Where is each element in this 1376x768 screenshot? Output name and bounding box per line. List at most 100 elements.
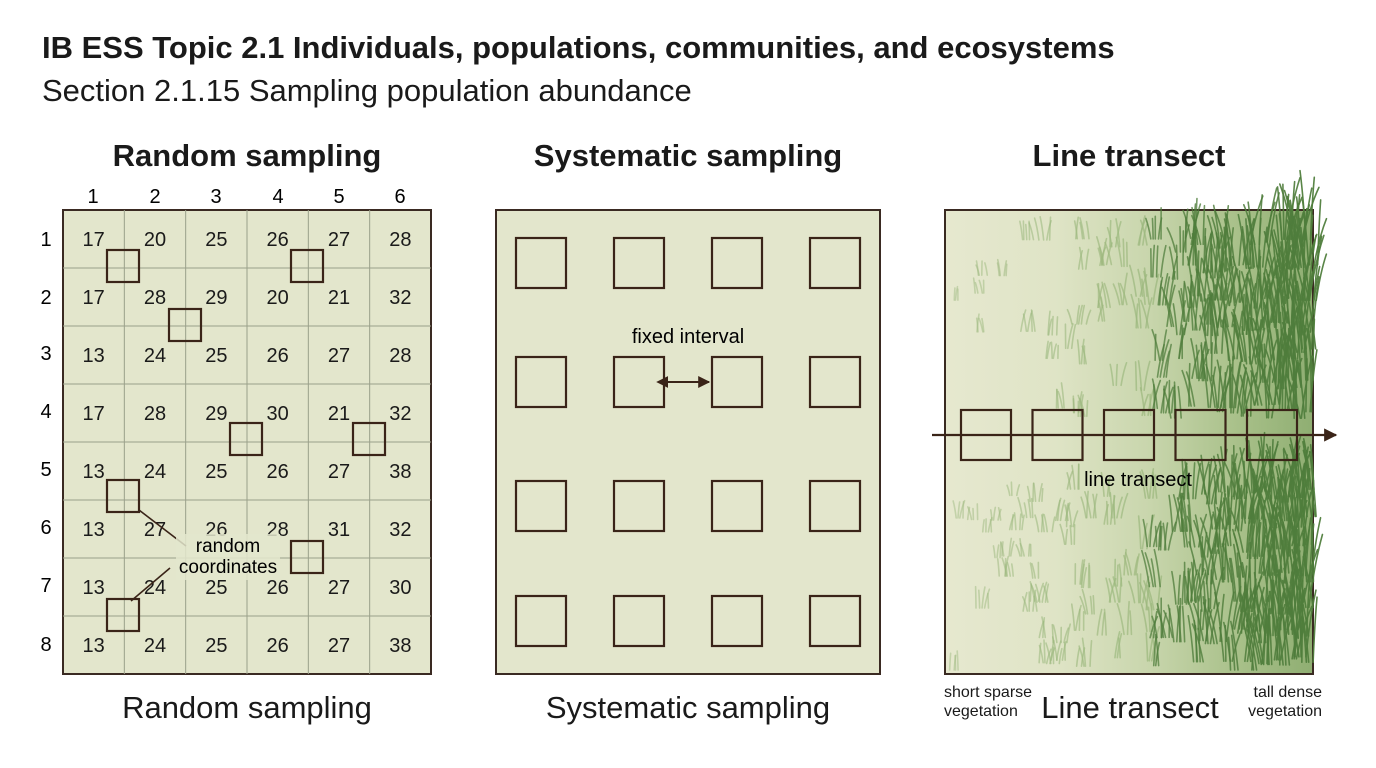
grass-blade <box>1270 580 1279 637</box>
grass-blade <box>1005 563 1008 577</box>
grass-blade <box>1296 451 1308 518</box>
grass-blade <box>1282 183 1285 241</box>
grass-blade <box>1080 338 1085 365</box>
grass-blade <box>1085 220 1090 240</box>
grass-blade <box>952 500 957 519</box>
grass-blade <box>1161 272 1169 306</box>
grass-blade <box>1190 337 1198 380</box>
grass-blade <box>1029 581 1036 602</box>
grass-blade <box>1171 570 1177 605</box>
grass-blade <box>1285 374 1302 419</box>
grass-blade <box>1248 554 1252 609</box>
grass-blade <box>1188 541 1198 576</box>
grass-blade <box>1120 492 1129 519</box>
grass-blade <box>1147 606 1151 633</box>
grass-blade <box>1129 610 1133 636</box>
systematic-quadrat <box>808 594 862 648</box>
grass-blade <box>1202 364 1210 408</box>
row-label: 2 <box>40 287 51 309</box>
grass-vegetation <box>948 169 1328 671</box>
grass-blade <box>1310 479 1315 546</box>
grid-cell-value: 26 <box>267 635 289 657</box>
short-sparse-label-line2: vegetation <box>944 703 1018 720</box>
row-label: 5 <box>40 459 51 481</box>
grass-blade <box>1154 633 1160 667</box>
grass-blade <box>1152 474 1157 499</box>
grass-blade <box>1265 348 1280 406</box>
grass-blade <box>1168 246 1176 280</box>
grass-blade <box>1141 522 1148 550</box>
grass-blade <box>1298 591 1302 658</box>
grass-blade <box>1072 398 1076 414</box>
grass-blade <box>1041 581 1048 603</box>
grid-cell-value: 26 <box>267 461 289 483</box>
grass-blade <box>1034 583 1041 603</box>
grass-blade <box>1223 318 1236 360</box>
grass-blade <box>1295 281 1304 350</box>
grass-blade <box>1047 318 1053 336</box>
line-transect-title: Line transect <box>1032 138 1226 173</box>
grass-blade <box>1175 244 1179 280</box>
grass-blade <box>1067 323 1074 350</box>
grass-blade <box>1006 484 1011 497</box>
grass-blade <box>1254 512 1259 557</box>
page-title: IB ESS Topic 2.1 Individuals, population… <box>42 30 1115 65</box>
grass-blade <box>1055 316 1059 336</box>
grass-blade <box>975 317 979 333</box>
grass-blade <box>1305 358 1308 413</box>
grass-blade <box>1275 214 1282 270</box>
grass-blade <box>1166 227 1177 253</box>
grass-blade <box>1051 636 1058 661</box>
grass-blade <box>1246 629 1255 671</box>
grid-cell-value: 24 <box>144 461 166 483</box>
grass-blade <box>1187 286 1198 331</box>
grass-blade <box>1013 512 1017 531</box>
grass-blade <box>1038 642 1042 664</box>
grass-blade <box>996 544 1000 559</box>
grass-blade <box>1136 573 1140 604</box>
grass-blade <box>1246 225 1252 269</box>
systematic-quadrat <box>612 594 666 648</box>
grass-blade <box>1206 290 1212 337</box>
grid-cell-value: 13 <box>83 635 105 657</box>
grass-blade <box>1233 543 1239 578</box>
grass-blade <box>1304 264 1316 333</box>
grass-blade <box>1181 369 1192 407</box>
grass-blade <box>996 558 1001 577</box>
grass-blade <box>1278 569 1282 631</box>
grass-blade <box>1108 578 1116 603</box>
grass-blade <box>1092 594 1095 615</box>
grass-blade <box>1104 241 1113 266</box>
annotation-backdrop <box>176 534 280 580</box>
grass-blade <box>1135 303 1139 329</box>
grid-cell-value: 25 <box>205 577 227 599</box>
grass-blade <box>953 287 956 301</box>
grass-blade <box>1027 543 1031 557</box>
grass-blade <box>996 258 1002 277</box>
grass-blade <box>1152 244 1156 278</box>
line-transect-panel: line transect <box>932 169 1338 675</box>
grass-blade <box>1143 360 1151 392</box>
grid-cell-value: 20 <box>144 229 166 251</box>
grass-blade <box>1032 482 1037 503</box>
grass-blade <box>1089 639 1093 667</box>
grass-blade <box>1103 282 1111 309</box>
grass-blade <box>1172 303 1178 336</box>
grass-blade <box>1254 364 1267 406</box>
grid-cell-value: 31 <box>328 519 350 541</box>
systematic-quadrat <box>710 355 764 409</box>
annotation-label: coordinates <box>179 557 277 578</box>
grass-blade <box>1302 470 1313 518</box>
grid-cell-value: 27 <box>328 461 350 483</box>
grass-blade <box>1274 506 1287 574</box>
grass-blade <box>1179 494 1188 532</box>
short-sparse-label: short sparse vegetation <box>944 683 1032 721</box>
grass-blade <box>1139 471 1147 499</box>
grass-blade <box>1268 330 1277 383</box>
grass-blade <box>1209 366 1217 408</box>
grass-blade <box>1270 607 1280 661</box>
grass-blade <box>981 317 985 333</box>
grass-blade <box>1302 449 1316 518</box>
grass-blade <box>1297 485 1306 546</box>
grass-blade <box>1286 506 1303 577</box>
